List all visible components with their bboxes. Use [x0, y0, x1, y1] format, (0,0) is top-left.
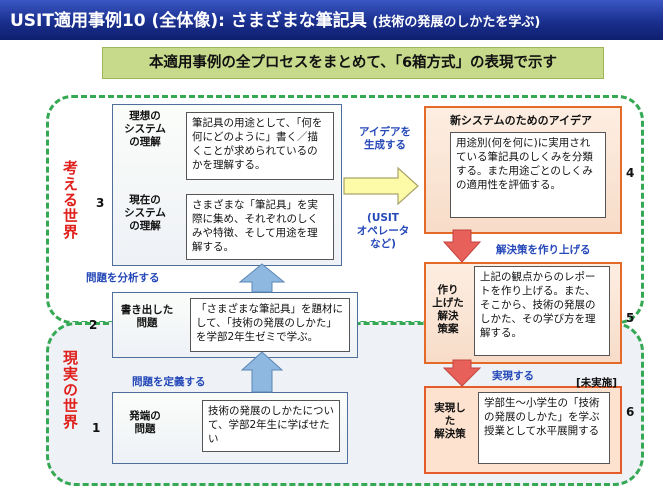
realized-solution-label: 実現し た 解決策 — [434, 402, 466, 440]
step-number-6: 6 — [626, 405, 635, 419]
arrow-define-up — [240, 351, 284, 393]
usit-operator-label: (USIT オペレータ など) — [356, 212, 410, 250]
initial-problem-label: 発端の 問題 — [129, 410, 161, 435]
step-number-2: 2 — [89, 318, 98, 332]
step-number-5: 5 — [626, 311, 635, 325]
realize-label: 実現する — [492, 370, 534, 382]
initial-problem-text: 技術の発展のしかたについて、学部2年生に学ばせたい — [202, 400, 340, 452]
title-main: USIT適用事例10 (全体像): さまざまな筆記具 — [10, 11, 367, 31]
generate-idea-label: アイデアを 生成する — [359, 126, 411, 151]
title-bar — [0, 0, 663, 40]
arrow-idea-right — [343, 166, 419, 206]
arrow-realize-down — [442, 359, 482, 387]
new-system-text: 用途別(何を何に)に実用されている筆記具のしくみを分類する。また用途ごとのしくみ… — [450, 132, 606, 218]
built-solution-label: 作り 上げた 解決 策案 — [432, 284, 464, 335]
title-sub: (技術の発展のしかたを学ぶ) — [372, 15, 541, 30]
banner: 本適用事例の全プロセスをまとめて、「6箱方式」の表現で示す — [102, 47, 604, 79]
step-number-3: 3 — [96, 196, 105, 210]
current-system-text: さまざまな「筆記具」を実際に集め、それぞれのしくみや特徴、そして用途を理解する。 — [186, 194, 334, 260]
step-number-4: 4 — [626, 166, 635, 180]
step-number-1: 1 — [92, 421, 101, 435]
build-solution-label: 解決策を作り上げる — [496, 244, 591, 256]
analyze-problem-label: 問題を分析する — [86, 272, 160, 284]
written-problem-label: 書き出した 問題 — [120, 304, 174, 329]
page-title: USIT適用事例10 (全体像): さまざまな筆記具 (技術の発展のしかたを学ぶ… — [10, 6, 540, 31]
arrow-analyze-up — [238, 263, 286, 293]
real-world-label: 現実の世界 — [61, 350, 79, 430]
written-problem-text: 「さまざまな筆記具」を題材にして、「技術の発展のしかた」を学部2年生ゼミで学ぶ。 — [190, 298, 350, 352]
built-solution-text: 上記の観点からのレポートを作り上げる。また、そこから、技術の発展のしかた、その学… — [474, 266, 610, 356]
not-implemented-badge: [未実施] — [576, 377, 618, 389]
realized-solution-text: 学部生～小学生の「技術の発展のしかた」を学ぶ授業として水平展開する — [478, 392, 610, 464]
current-system-label: 現在の システム の理解 — [124, 194, 166, 232]
think-world-label: 考える世界 — [61, 160, 79, 240]
ideal-system-label: 理想の システム の理解 — [124, 110, 166, 148]
define-problem-label: 問題を定義する — [132, 376, 206, 388]
ideal-system-text: 筆記具の用途として、「何を何にどのように」書く／描くことが求められているのかを理… — [186, 112, 334, 180]
arrow-build-down — [442, 229, 482, 263]
new-system-title: 新システムのためのアイデア — [449, 114, 593, 127]
